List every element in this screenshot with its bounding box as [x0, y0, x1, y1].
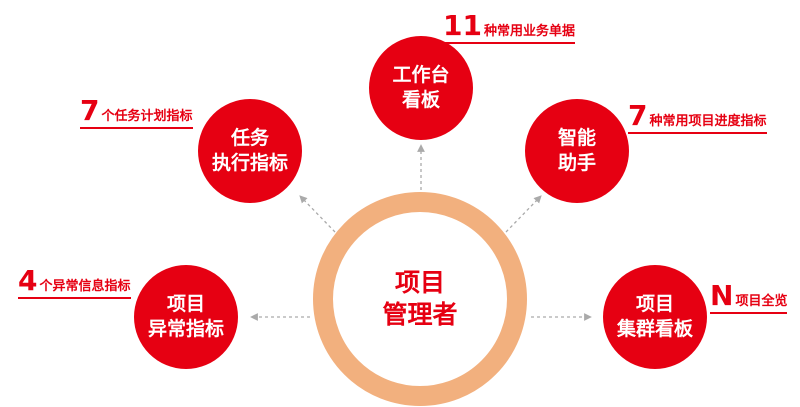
node-smart-assistant: 智能 助手 [525, 99, 629, 203]
node-line2: 异常指标 [147, 318, 224, 340]
label-text: 种常用项目进度指标 [649, 114, 767, 129]
node-line1: 项目 [166, 293, 205, 315]
label-number: N [710, 279, 734, 312]
label-text: 种常用业务单据 [483, 24, 575, 39]
arrow-to-assistant [505, 195, 542, 233]
label-text: 项目全览 [735, 294, 788, 309]
node-line2: 执行指标 [211, 152, 288, 174]
label-number: 11 [443, 9, 482, 42]
node-exception-metrics: 项目 异常指标 [134, 265, 238, 369]
arrow-to-task [299, 195, 336, 233]
label-number: 4 [18, 264, 38, 297]
node-line2: 助手 [557, 152, 596, 174]
node-line1: 智能 [557, 127, 596, 149]
label-text: 个任务计划指标 [101, 109, 193, 124]
hub-line2: 管理者 [382, 300, 458, 329]
project-manager-hub: 项目 管理者 [313, 192, 527, 406]
node-cluster-board: 项目 集群看板 [603, 265, 707, 369]
node-line2: 看板 [401, 89, 440, 111]
node-line1: 任务 [230, 127, 269, 149]
node-workbench-board: 工作台 看板 [369, 36, 473, 140]
label-number: 7 [80, 94, 100, 127]
node-line1: 项目 [635, 293, 674, 315]
hub-line1: 项目 [394, 268, 445, 297]
label-text: 个异常信息指标 [39, 279, 131, 294]
label-number: 7 [628, 99, 648, 132]
node-task-execution: 任务 执行指标 [198, 99, 302, 203]
node-line2: 集群看板 [616, 318, 693, 340]
node-line1: 工作台 [392, 64, 450, 86]
